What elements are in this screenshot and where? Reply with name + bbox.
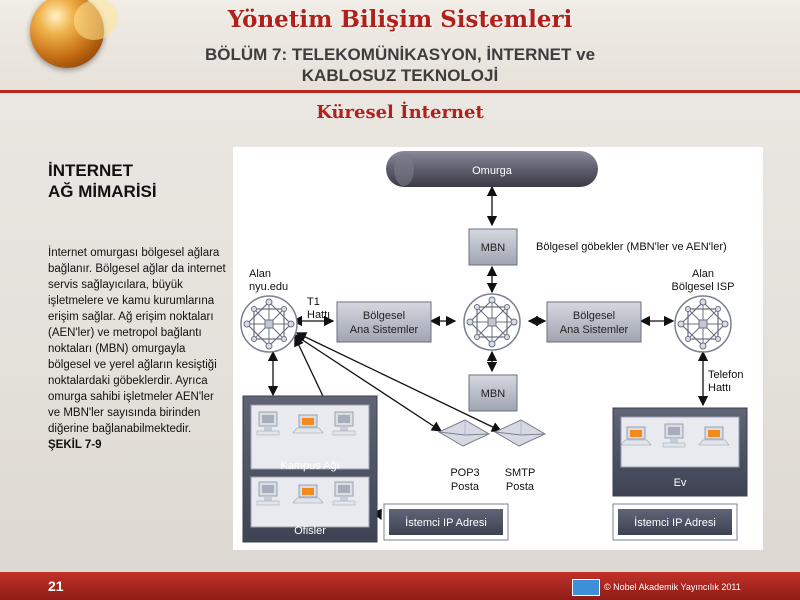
section-heading-line1: İNTERNET xyxy=(48,161,133,180)
office-pc2-icon xyxy=(332,481,356,506)
pop3-label-1: POP3 xyxy=(450,467,479,479)
backbone-node: Omurga xyxy=(386,151,598,187)
domain-left-label-2: nyu.edu xyxy=(249,281,288,293)
section-body-text: İnternet omurgası bölgesel ağlara bağlan… xyxy=(48,247,226,435)
section-heading: İNTERNET AĞ MİMARİSİ xyxy=(48,160,157,202)
mbn-top-node: MBN xyxy=(468,228,518,266)
campus-label: Kampus Ağı xyxy=(280,460,339,472)
figure-reference: ŞEKİL 7-9 xyxy=(48,439,102,451)
header-divider xyxy=(0,90,800,93)
domain-left-label-1: Alan xyxy=(249,268,271,280)
campus-pc-icon xyxy=(256,411,280,436)
client-ip-left-label: İstemci IP Adresi xyxy=(405,516,487,529)
offices-label: Ofisler xyxy=(294,525,326,537)
smtp-label-2: Posta xyxy=(506,481,535,493)
mbn-top-label: MBN xyxy=(481,242,506,254)
campus-pc2-icon xyxy=(332,411,356,436)
course-title: Yönetim Bilişim Sistemleri xyxy=(227,6,573,33)
pop3-mail-icon xyxy=(438,419,490,447)
t1-label-1: T1 xyxy=(307,296,320,308)
phone-line-label-2: Hattı xyxy=(708,382,731,394)
phone-line-label-1: Telefon xyxy=(708,369,743,381)
smtp-label-1: SMTP xyxy=(505,467,536,479)
section-heading-line2: AĞ MİMARİSİ xyxy=(48,182,157,201)
page-number: 21 xyxy=(48,578,64,594)
mbn-bottom-node: MBN xyxy=(468,374,518,412)
pop3-label-2: Posta xyxy=(451,481,480,493)
copyright-text: © Nobel Akademik Yayıncılık 2011 xyxy=(604,582,741,592)
chapter-title-line1: BÖLÜM 7: TELEKOMÜNİKASYON, İNTERNET ve xyxy=(204,45,596,64)
section-body: İnternet omurgası bölgesel ağlara bağlan… xyxy=(48,245,228,453)
mbn-bottom-label: MBN xyxy=(481,388,506,400)
client-ip-left-node: İstemci IP Adresi xyxy=(383,503,509,541)
central-hub-icon xyxy=(463,293,521,351)
domain-right-hub-icon xyxy=(674,295,732,353)
regional-right-label-1: Bölgesel xyxy=(573,310,615,322)
regional-left-label-2: Ana Sistemler xyxy=(350,324,419,336)
client-ip-right-node: İstemci IP Adresi xyxy=(612,503,738,541)
publisher-logo-icon xyxy=(572,579,600,596)
regional-right-label-2: Ana Sistemler xyxy=(560,324,629,336)
t1-label-2: Hattı xyxy=(307,309,330,321)
regional-left-node: Bölgesel Ana Sistemler xyxy=(336,301,432,343)
home-label: Ev xyxy=(674,477,687,489)
home-pc-icon xyxy=(662,423,686,448)
domain-left-hub-icon xyxy=(240,295,298,353)
regional-hubs-label: Bölgesel göbekler (MBN'ler ve AEN'ler) xyxy=(536,241,727,253)
smtp-mail-icon xyxy=(494,419,546,447)
diagram-panel: Omurga MBN Bölgesel göbekler (MBN'ler ve… xyxy=(233,147,763,550)
network-diagram: Omurga MBN Bölgesel göbekler (MBN'ler ve… xyxy=(240,151,748,543)
home-block: Ev xyxy=(612,407,748,497)
slide-footer xyxy=(0,572,800,600)
client-ip-right-label: İstemci IP Adresi xyxy=(634,516,716,529)
regional-right-node: Bölgesel Ana Sistemler xyxy=(546,301,642,343)
chapter-title: BÖLÜM 7: TELEKOMÜNİKASYON, İNTERNET ve K… xyxy=(170,44,630,86)
domain-right-label-1: Alan xyxy=(692,268,714,280)
backbone-label: Omurga xyxy=(472,165,513,177)
office-pc-icon xyxy=(256,481,280,506)
slide-title: Küresel İnternet xyxy=(316,102,484,123)
campus-block: Kampus Ağı Ofisler xyxy=(242,395,378,543)
domain-right-label-2: Bölgesel ISP xyxy=(672,281,735,293)
slide-header xyxy=(0,0,800,92)
regional-left-label-1: Bölgesel xyxy=(363,310,405,322)
chapter-title-line2: KABLOSUZ TEKNOLOJİ xyxy=(301,66,499,85)
globe-logo-icon xyxy=(30,0,118,68)
